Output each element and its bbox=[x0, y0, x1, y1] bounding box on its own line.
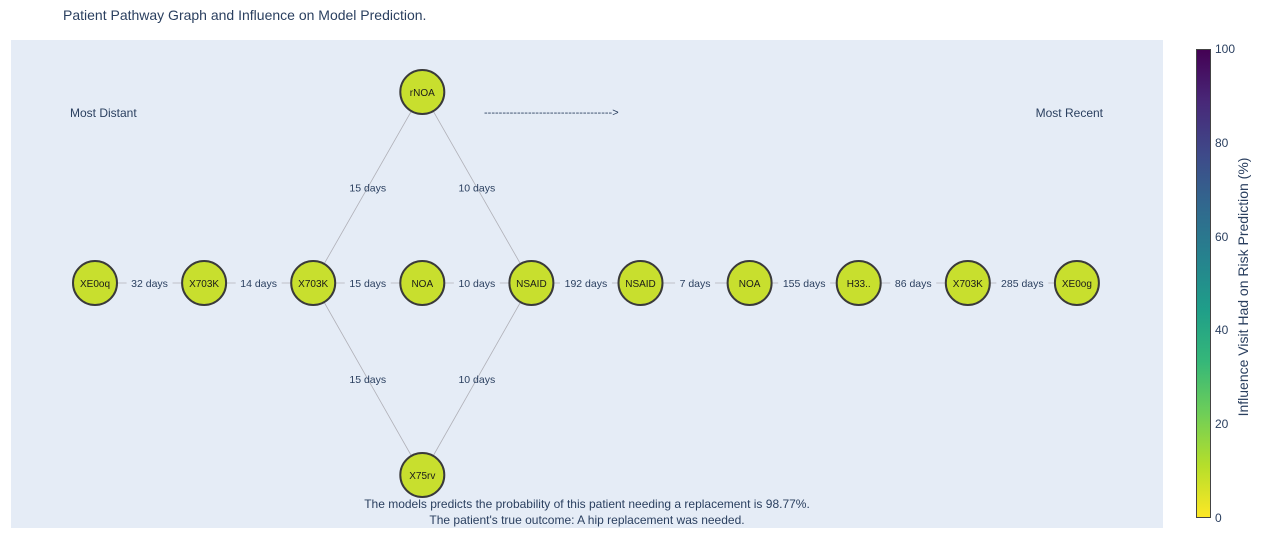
visit-node-circle[interactable] bbox=[944, 260, 991, 306]
colorbar-tick-label: 80 bbox=[1215, 135, 1229, 150]
colorbar-tick-label: 0 bbox=[1215, 511, 1222, 525]
colorbar-tick-label: 100 bbox=[1215, 42, 1236, 56]
visit-node-circle[interactable] bbox=[835, 260, 882, 306]
visit-node-label: NOA bbox=[739, 279, 761, 290]
visit-node-circle[interactable] bbox=[508, 260, 555, 306]
edge-label-background bbox=[126, 276, 173, 290]
visit-node-label: rNOA bbox=[410, 88, 435, 99]
edge-line bbox=[421, 282, 532, 476]
visit-node[interactable]: NOA bbox=[726, 260, 773, 306]
visit-node[interactable]: NSAID bbox=[617, 260, 664, 306]
edge-label-background bbox=[996, 276, 1049, 290]
edge-label: 32 days bbox=[131, 278, 168, 290]
edge-label: 15 days bbox=[349, 374, 386, 386]
edge-label-background bbox=[890, 276, 937, 290]
visit-node[interactable]: NSAID bbox=[508, 260, 555, 306]
edge-label: 10 days bbox=[458, 183, 495, 195]
visit-node-circle[interactable] bbox=[1053, 260, 1100, 306]
edge-label-background bbox=[453, 276, 500, 290]
visit-node-label: X75rv bbox=[409, 471, 435, 482]
visit-node-circle[interactable] bbox=[399, 69, 446, 115]
visit-node[interactable]: X703K bbox=[944, 260, 991, 306]
edge-label-background bbox=[344, 276, 391, 290]
visit-node-label: X703K bbox=[189, 279, 219, 290]
visit-node-label: X703K bbox=[953, 279, 983, 290]
edge-line bbox=[312, 282, 423, 476]
most-distant-label: Most Distant bbox=[70, 106, 137, 120]
visit-node-label: H33.. bbox=[847, 279, 871, 290]
edge-label: 155 days bbox=[783, 278, 826, 290]
most-recent-label: Most Recent bbox=[1035, 106, 1103, 120]
visit-node-circle[interactable] bbox=[399, 452, 446, 498]
edge-label: 15 days bbox=[349, 278, 386, 290]
edge-label: 86 days bbox=[895, 278, 932, 290]
edge-label-background bbox=[235, 276, 282, 290]
pathway-graph-svg: 32 days 14 days 15 days 15 days 15 days 10 da… bbox=[72, 69, 1100, 498]
visit-node-circle[interactable] bbox=[72, 260, 118, 306]
colorbar-tick-label: 20 bbox=[1215, 417, 1229, 432]
edge-label-background bbox=[778, 276, 831, 290]
edge-line bbox=[421, 91, 532, 284]
edge-label-background bbox=[559, 276, 612, 290]
colorbar-tick-label: 40 bbox=[1215, 323, 1229, 338]
visit-node-label: XE0og bbox=[1062, 279, 1092, 290]
visit-node[interactable]: X75rv bbox=[399, 452, 446, 498]
visit-node-circle[interactable] bbox=[399, 260, 446, 306]
edge-label: 192 days bbox=[565, 278, 608, 290]
visit-node[interactable]: XE0og bbox=[1053, 260, 1100, 306]
edge-label: 10 days bbox=[458, 278, 495, 290]
visit-node-label: NSAID bbox=[625, 279, 656, 290]
chart-title: Patient Pathway Graph and Influence on M… bbox=[63, 7, 427, 23]
colorbar-tick-label: 60 bbox=[1215, 229, 1229, 244]
edge-label-background bbox=[675, 276, 716, 290]
visit-node[interactable]: rNOA bbox=[399, 69, 446, 115]
visit-node-label: NSAID bbox=[516, 279, 547, 290]
colorbar bbox=[1196, 49, 1211, 518]
visit-node-circle[interactable] bbox=[726, 260, 773, 306]
visit-node-label: NOA bbox=[411, 279, 433, 290]
visit-node-circle[interactable] bbox=[181, 260, 228, 306]
visit-node[interactable]: X703K bbox=[290, 260, 337, 306]
prediction-text: The models predicts the probability of t… bbox=[364, 497, 810, 511]
visit-node-circle[interactable] bbox=[290, 260, 337, 306]
visit-node-label: X703K bbox=[298, 279, 328, 290]
true-outcome-text: The patient's true outcome: A hip replac… bbox=[429, 513, 745, 527]
visit-node-circle[interactable] bbox=[617, 260, 664, 306]
visit-node[interactable]: X703K bbox=[181, 260, 228, 306]
visit-node-label: XE0oq bbox=[80, 279, 110, 290]
edge-label: 285 days bbox=[1001, 278, 1044, 290]
edge-label: 15 days bbox=[349, 183, 386, 195]
visit-node[interactable]: NOA bbox=[399, 260, 446, 306]
edge-label: 10 days bbox=[458, 374, 495, 386]
edge-label: 7 days bbox=[680, 278, 711, 290]
pathway-graph-plot-area: 32 days 14 days 15 days 15 days 15 days 10 da… bbox=[11, 40, 1163, 528]
visit-node[interactable]: XE0oq bbox=[72, 260, 118, 306]
edge-line bbox=[312, 91, 423, 284]
time-direction-arrow: -----------------------------------> bbox=[484, 107, 619, 119]
colorbar-title: Influence Visit Had on Risk Prediction (… bbox=[1235, 157, 1251, 417]
visit-node[interactable]: H33.. bbox=[835, 260, 882, 306]
edge-label: 14 days bbox=[240, 278, 277, 290]
